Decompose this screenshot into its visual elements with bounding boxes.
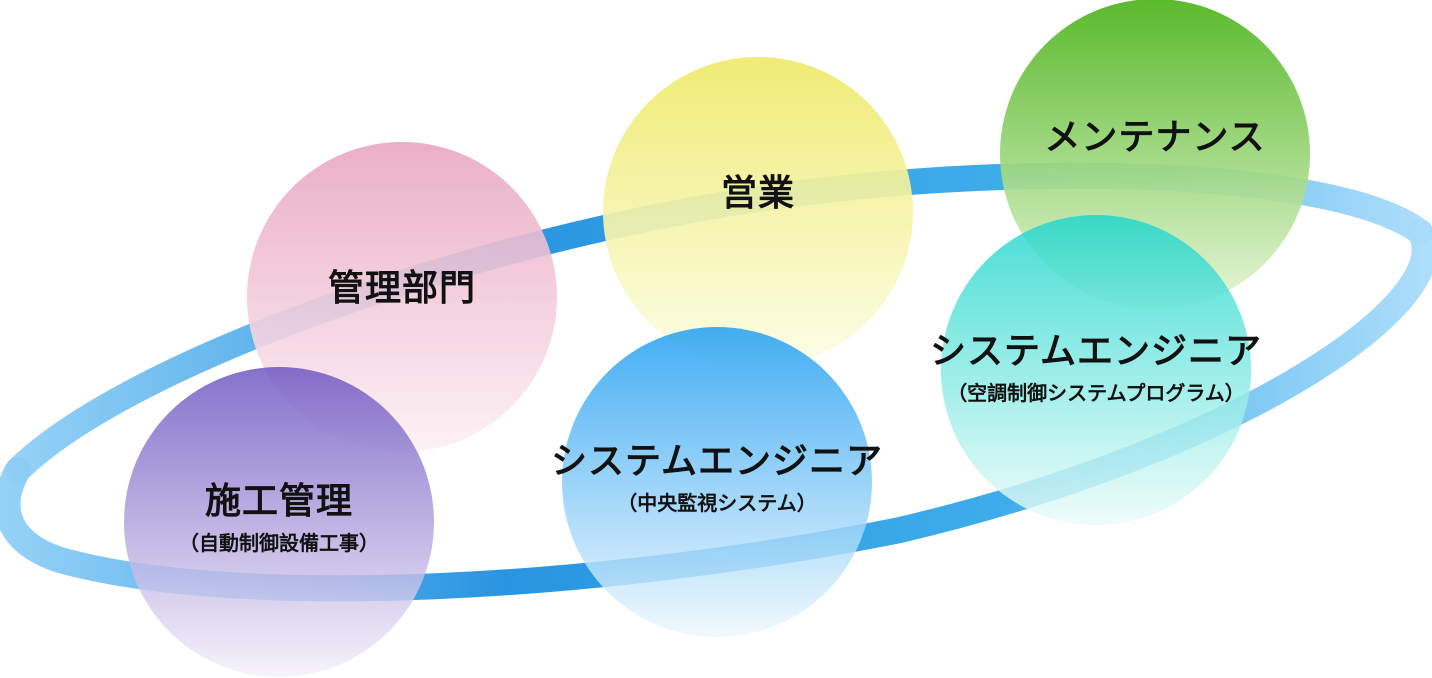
label-sales: 営業 xyxy=(658,172,858,216)
bubble-sales xyxy=(603,57,913,367)
se-hvac-subtitle: （空調制御システムプログラム） xyxy=(947,381,1245,405)
bubble-construction xyxy=(124,367,434,677)
se-hvac-title: システムエンジニア xyxy=(930,331,1262,372)
label-admin: 管理部門 xyxy=(302,267,502,311)
bubble-se-hvac xyxy=(941,215,1251,525)
se-central-title: システムエンジニア xyxy=(551,441,883,482)
construction-title: 施工管理 xyxy=(204,481,353,522)
admin-title: 管理部門 xyxy=(327,268,476,309)
se-central-subtitle: （中央監視システム） xyxy=(617,491,817,515)
label-se-central: システムエンジニア （中央監視システム） xyxy=(541,440,893,518)
sales-title: 営業 xyxy=(720,173,795,214)
label-construction: 施工管理 （自動制御設備工事） xyxy=(139,480,419,558)
bubble-se-central xyxy=(562,327,872,637)
construction-subtitle: （自動制御設備工事） xyxy=(179,531,379,555)
label-se-hvac: システムエンジニア （空調制御システムプログラム） xyxy=(920,330,1272,408)
maintenance-title: メンテナンス xyxy=(1044,117,1266,158)
label-maintenance: メンテナンス xyxy=(1010,116,1300,160)
